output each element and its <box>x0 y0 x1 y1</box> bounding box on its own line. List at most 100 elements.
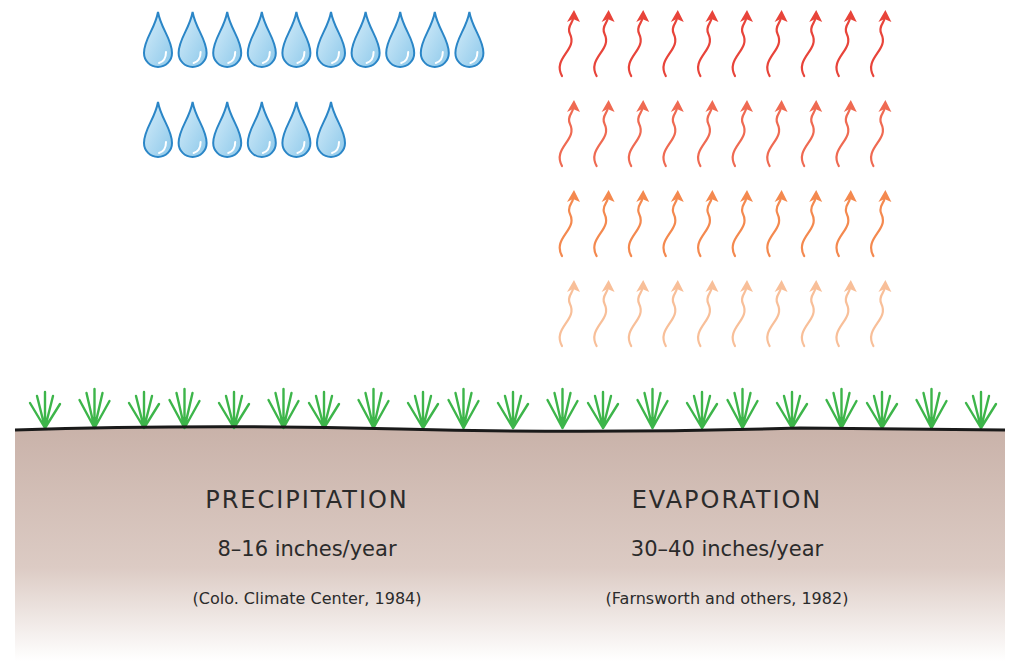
rain-drop <box>317 102 345 157</box>
drop-highlight <box>332 52 339 63</box>
arrow-shaft <box>560 18 573 76</box>
drop-outline <box>179 12 207 67</box>
arrow-head <box>740 100 753 112</box>
arrow-shaft <box>802 108 815 166</box>
drop-outline <box>144 102 172 157</box>
arrow-shaft <box>594 198 607 256</box>
drop-outline <box>213 12 241 67</box>
vapor-arrow <box>629 280 649 346</box>
arrow-shaft <box>698 108 711 166</box>
vapor-arrow <box>733 190 753 256</box>
arrow-shaft <box>733 108 746 166</box>
vapor-arrow <box>802 190 822 256</box>
arrow-shaft <box>836 18 849 76</box>
drop-outline <box>179 102 207 157</box>
rain-drop <box>144 102 172 157</box>
arrow-shaft <box>733 198 746 256</box>
drop-highlight <box>367 52 374 63</box>
arrow-shaft <box>802 18 815 76</box>
drop-outline <box>317 102 345 157</box>
arrow-shaft <box>698 18 711 76</box>
vapor-arrow <box>836 190 856 256</box>
grass-tuft <box>309 392 339 428</box>
vapor-arrow <box>871 190 891 256</box>
drop-highlight <box>159 142 166 153</box>
arrow-head <box>775 100 788 112</box>
heading-label: PRECIPITATION <box>205 486 409 514</box>
grass-tuft <box>30 392 60 428</box>
rain-drop <box>421 12 449 67</box>
vapor-arrow <box>594 10 614 76</box>
vapor-arrow <box>836 10 856 76</box>
arrow-shaft <box>836 198 849 256</box>
drop-outline <box>455 12 483 67</box>
arrow-shaft <box>663 198 676 256</box>
grass-tuft <box>638 389 668 428</box>
vapor-arrow <box>663 280 683 346</box>
vapor-arrow <box>629 100 649 166</box>
rain-drop <box>455 12 483 67</box>
arrow-head <box>705 100 718 112</box>
arrow-head <box>775 280 788 292</box>
drop-outline <box>421 12 449 67</box>
arrow-head <box>809 190 822 202</box>
vapor-arrow <box>802 280 822 346</box>
arrow-head <box>567 190 580 202</box>
arrow-head <box>775 190 788 202</box>
grass-tuft <box>728 389 758 428</box>
source-label: (Colo. Climate Center, 1984) <box>193 589 422 608</box>
drop-highlight <box>194 142 201 153</box>
rain-drop <box>386 12 414 67</box>
grass-tuft <box>548 389 578 428</box>
drop-outline <box>282 12 310 67</box>
drop-outline <box>352 12 380 67</box>
arrow-head <box>740 190 753 202</box>
vapor-arrow <box>767 100 787 166</box>
drop-outline <box>248 102 276 157</box>
arrow-head <box>671 10 684 22</box>
arrow-head <box>878 190 891 202</box>
vapor-arrow <box>802 10 822 76</box>
arrow-shaft <box>629 18 642 76</box>
arrow-head <box>878 10 891 22</box>
vapor-arrow <box>836 100 856 166</box>
arrow-head <box>636 280 649 292</box>
drop-highlight <box>228 142 235 153</box>
arrow-shaft <box>767 18 780 76</box>
value-label: 8–16 inches/year <box>217 537 396 561</box>
vapor-arrow <box>629 10 649 76</box>
rain-drop <box>179 102 207 157</box>
arrow-head <box>740 10 753 22</box>
rain-drop <box>282 102 310 157</box>
grass-tuft <box>827 389 857 428</box>
drop-highlight <box>297 142 304 153</box>
grass-tuft <box>867 392 897 428</box>
grass-tuft <box>408 392 438 428</box>
arrow-head <box>705 190 718 202</box>
grass-tuft <box>129 392 159 428</box>
arrow-head <box>705 10 718 22</box>
arrow-shaft <box>560 108 573 166</box>
arrow-head <box>844 10 857 22</box>
arrow-head <box>671 190 684 202</box>
arrow-head <box>602 10 615 22</box>
rain-drops <box>144 12 483 157</box>
arrow-shaft <box>733 288 746 346</box>
grass-tuft <box>777 392 807 428</box>
arrow-shaft <box>663 108 676 166</box>
vapor-arrow <box>663 10 683 76</box>
arrow-shaft <box>560 198 573 256</box>
arrow-shaft <box>802 288 815 346</box>
arrow-shaft <box>871 288 884 346</box>
vapor-arrow <box>836 280 856 346</box>
arrow-shaft <box>733 18 746 76</box>
vapor-arrow <box>594 190 614 256</box>
arrow-shaft <box>594 108 607 166</box>
drop-outline <box>248 12 276 67</box>
grass-tuft <box>687 392 717 428</box>
arrow-head <box>844 100 857 112</box>
arrow-shaft <box>629 288 642 346</box>
arrow-head <box>636 190 649 202</box>
arrow-head <box>740 280 753 292</box>
